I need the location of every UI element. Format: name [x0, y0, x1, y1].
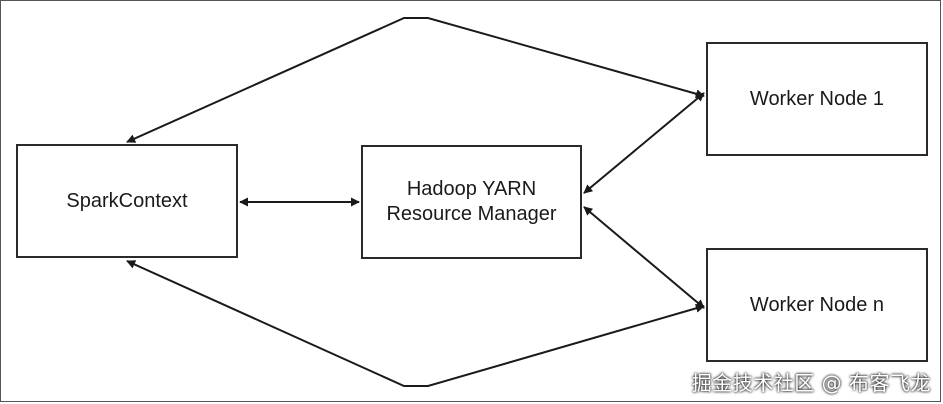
- spark-context-node: SparkContext: [16, 144, 238, 258]
- edge-yarn-workern: [583, 206, 705, 309]
- edge-workern-spark: [126, 260, 705, 387]
- edge-worker1-spark: [126, 17, 705, 143]
- yarn-label-line1: Hadoop YARN: [406, 178, 537, 200]
- worker-node-1-label: Worker Node 1: [749, 87, 885, 110]
- yarn-label-line2: Resource Manager: [386, 203, 557, 225]
- edge-yarn-worker1: [583, 92, 705, 194]
- worker-node-n-label: Worker Node n: [749, 293, 885, 316]
- spark-context-label: SparkContext: [66, 189, 188, 212]
- worker-node-1: Worker Node 1: [706, 42, 928, 156]
- watermark-text: 掘金技术社区 @ 布客飞龙: [691, 371, 931, 395]
- yarn-resource-manager-node: Hadoop YARN Resource Manager: [361, 145, 582, 259]
- worker-node-n: Worker Node n: [706, 248, 928, 362]
